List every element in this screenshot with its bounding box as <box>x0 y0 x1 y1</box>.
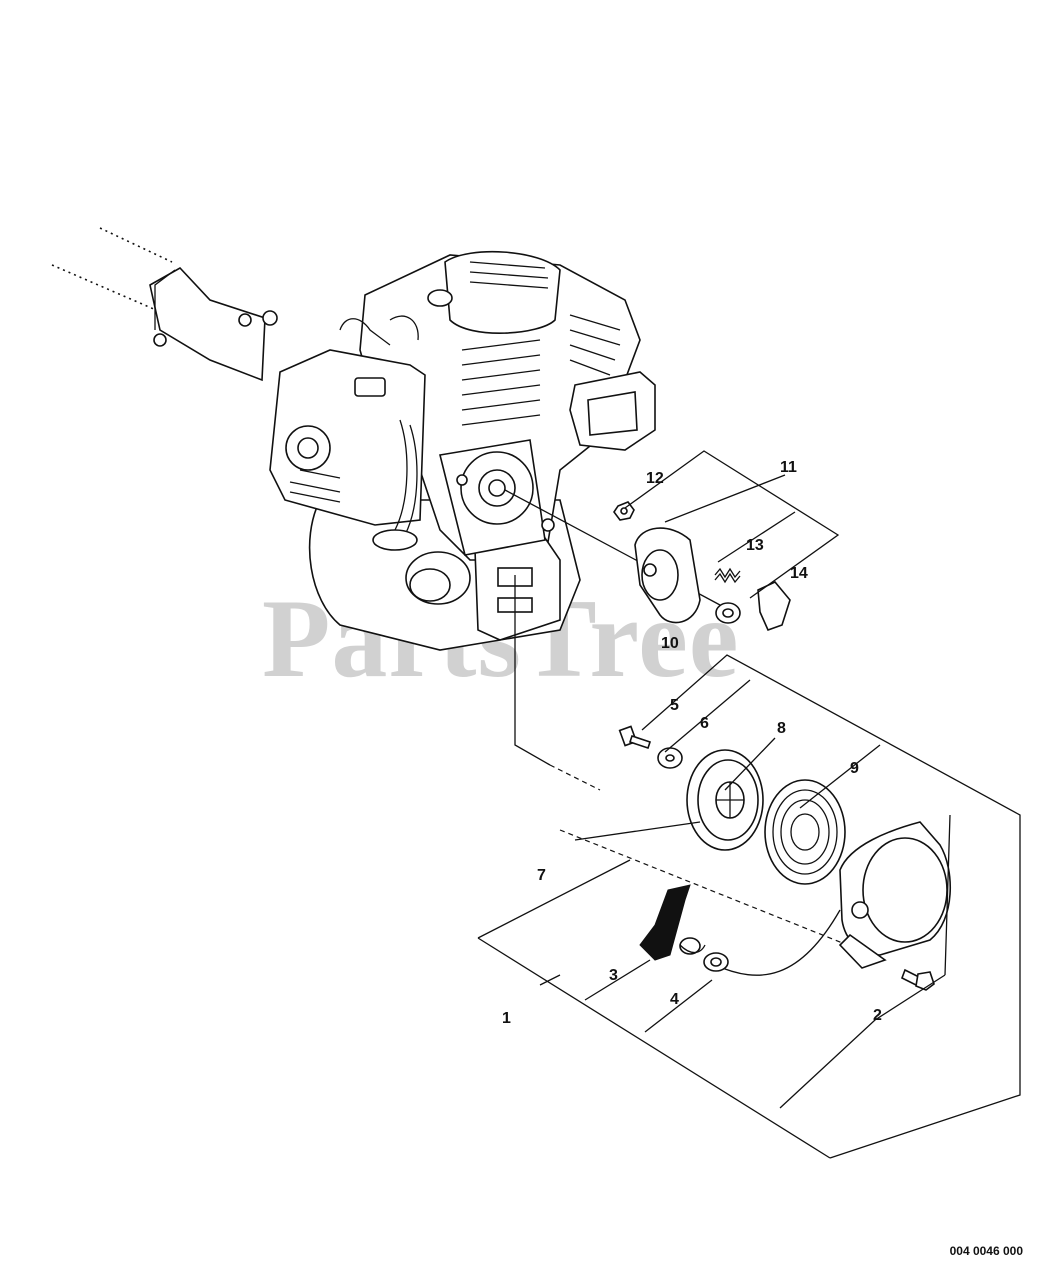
pawl-part-14 <box>757 581 791 632</box>
engine-illustration <box>149 250 656 651</box>
spring-part-13 <box>714 567 741 584</box>
callout-8: 8 <box>777 720 786 737</box>
nut-part-12 <box>613 501 635 521</box>
callout-7: 7 <box>537 867 546 884</box>
callout-1: 1 <box>502 1010 511 1027</box>
callout-9: 9 <box>850 760 859 777</box>
callout-10: 10 <box>661 635 679 652</box>
callout-4: 4 <box>670 991 679 1008</box>
callout-2: 2 <box>873 1007 882 1024</box>
callout-14: 14 <box>790 565 808 582</box>
callout-5: 5 <box>670 697 679 714</box>
callout-6: 6 <box>700 715 709 732</box>
starter-pulley <box>686 749 764 851</box>
callouts: 1 2 3 4 5 6 7 8 9 10 11 12 13 14 <box>502 459 882 1027</box>
shaft-lines <box>51 227 173 311</box>
bushing-part-4 <box>703 952 729 972</box>
callout-11: 11 <box>780 459 797 476</box>
pawl-carrier-part-11 <box>634 527 701 624</box>
collar-part-10 <box>715 602 741 624</box>
washer-part-6 <box>657 747 683 769</box>
bolt-part-5 <box>618 725 652 750</box>
recoil-spring <box>764 779 846 885</box>
assembly-guide-lines <box>514 575 861 976</box>
callout-3: 3 <box>609 967 618 984</box>
starter-rope-part-7 <box>574 821 701 841</box>
callout-12: 12 <box>646 470 664 487</box>
diagram-code: 004 0046 000 <box>949 1244 1023 1258</box>
callout-13: 13 <box>746 537 764 554</box>
starter-handle <box>639 884 706 961</box>
callout-lines <box>477 450 1021 1159</box>
starter-case <box>838 821 952 991</box>
